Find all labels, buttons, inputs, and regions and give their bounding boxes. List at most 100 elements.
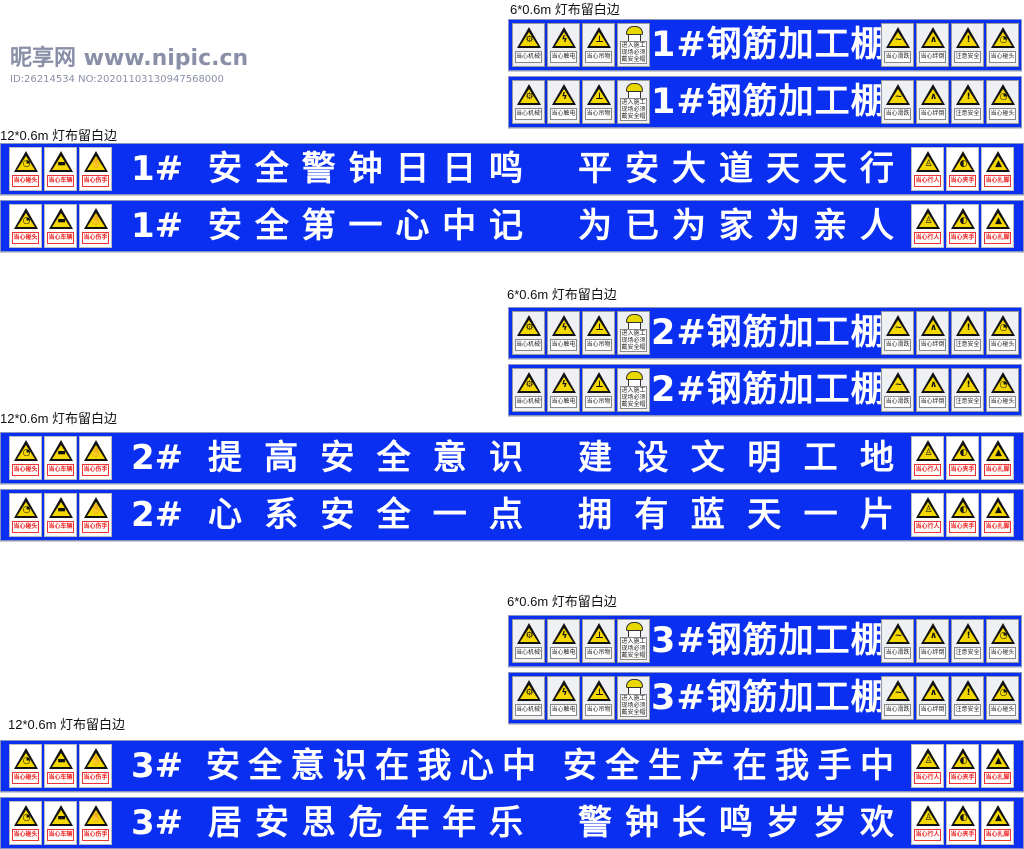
safety-sign: ⚙当心机械伤人: [512, 311, 545, 355]
slip-icon: ~: [894, 380, 903, 390]
sign-group: ~当心滑跌∧当心绊倒!注意安全◔当心碰头: [881, 676, 1019, 720]
trip-icon: ∧: [929, 631, 938, 641]
sign-label: 当心绊倒: [919, 339, 946, 351]
safety-sign: ⊥当心吊物: [582, 676, 615, 720]
sign-label: 当心绊倒: [919, 704, 946, 716]
safety-sign: ♙当心行人: [911, 436, 944, 480]
sign-label: 当心碰头: [989, 339, 1016, 351]
sign-label: 当心行人: [914, 175, 941, 187]
sign-label: 当心机械伤人: [515, 51, 542, 63]
sign-label: 当心夹手: [949, 175, 976, 187]
sign-label: 当心触电: [550, 108, 577, 120]
sign-label: 当心滑跌: [884, 704, 911, 716]
sign-label: 当心车辆: [47, 232, 74, 244]
sign-label: 当心夹手: [949, 521, 976, 533]
foot-pinch-icon: ▲: [995, 505, 1002, 515]
slogan-part-1: 安全警钟日日鸣: [208, 149, 523, 189]
electric-shock-icon: ϟ: [561, 631, 568, 641]
safety-sign: ϟ 当心触电: [547, 619, 580, 663]
banner-number: 1#: [131, 206, 184, 246]
trip-icon: ∧: [929, 35, 938, 45]
slip-icon: ~: [894, 35, 903, 45]
warning-exclamation-icon: !: [966, 380, 971, 390]
safety-sign: ~当心滑跌: [881, 676, 914, 720]
slip-icon: ~: [894, 631, 903, 641]
sign-label: 当心吊物: [585, 647, 612, 659]
sign-label: 进入施工现场必须戴安全帽: [620, 329, 647, 352]
safety-sign: ♙当心行人: [911, 493, 944, 537]
size-spec-label: 6*0.6m 灯布留白边: [510, 2, 620, 17]
sign-group: ◔当心碰头▬当心车辆✋当心伤手: [9, 204, 112, 248]
safety-sign: ✋当心伤手: [79, 801, 112, 845]
slogan-part-1: 提高安全意识: [208, 438, 523, 478]
sign-label: 进入施工现场必须戴安全帽: [620, 41, 647, 64]
safety-sign: ◔当心碰头: [9, 436, 42, 480]
sign-label: 当心扎脚: [984, 464, 1011, 476]
warning-exclamation-icon: !: [966, 92, 971, 102]
sign-label: 当心扎脚: [984, 521, 1011, 533]
safety-sign: ~当心滑跌: [881, 368, 914, 412]
trip-icon: ∧: [929, 323, 938, 333]
bump-head-icon: ◔: [999, 688, 1008, 698]
sign-group: ~当心滑跌∧当心绊倒!注意安全◔当心碰头: [881, 619, 1019, 663]
sign-label: 当心车辆: [47, 464, 74, 476]
sign-label: 当心吊物: [585, 51, 612, 63]
safety-sign: ~ 当心滑跌: [881, 311, 914, 355]
falling-object-icon: ⊥: [595, 631, 604, 641]
electric-shock-icon: ϟ: [561, 35, 568, 45]
sign-label: 当心绊倒: [919, 647, 946, 659]
sign-label: 当心行人: [914, 772, 941, 784]
sign-label: 注意安全: [954, 108, 981, 120]
sign-label: 当心触电: [550, 704, 577, 716]
safety-sign: ◔当心碰头: [9, 147, 42, 191]
pedestrian-icon: ♙: [924, 448, 933, 458]
safety-sign: ▲ 当心扎脚: [981, 436, 1014, 480]
safety-sign: ▲当心扎脚: [981, 744, 1014, 788]
sign-label: 当心滑跌: [884, 339, 911, 351]
sign-group: ~当心滑跌∧当心绊倒!注意安全◔当心碰头: [881, 311, 1019, 355]
sign-label: 当心车辆: [47, 829, 74, 841]
safety-sign: ✋当心伤手: [79, 493, 112, 537]
vehicle-icon: ▬: [57, 813, 66, 823]
trip-icon: ∧: [929, 688, 938, 698]
hand-pinch-icon: ◐: [959, 159, 968, 169]
safety-sign: ♙当心行人: [911, 204, 944, 248]
safety-sign: ▬当心车辆: [44, 493, 77, 537]
hand-injury-icon: ✋: [90, 813, 103, 823]
banner-number: 3#: [131, 746, 184, 786]
safety-sign: !注意安全: [951, 368, 984, 412]
safety-sign: 进入施工现场必须戴安全帽: [617, 23, 650, 67]
foot-pinch-icon: ▲: [995, 448, 1002, 458]
hand-injury-icon: ✋: [90, 756, 103, 766]
sign-label: 当心吊物: [585, 339, 612, 351]
safety-sign: !注意安全: [951, 23, 984, 67]
sign-label: 当心碰头: [12, 232, 39, 244]
bump-head-icon: ◔: [999, 380, 1008, 390]
sign-group: ◔当心碰头▬当心车辆✋当心伤手: [9, 801, 112, 845]
foot-pinch-icon: ▲: [995, 813, 1002, 823]
electric-shock-icon: ϟ: [561, 688, 568, 698]
short-banner: ⚙当心机械伤人ϟ当心触电⊥当心吊物进入施工现场必须戴安全帽3#钢筋加工棚~当心滑…: [508, 672, 1022, 724]
safety-sign: !注意安全: [951, 619, 984, 663]
sign-label: 当心碰头: [12, 175, 39, 187]
sign-group: ◔当心碰头▬当心车辆✋当心伤手: [9, 493, 112, 537]
size-spec-label: 12*0.6m 灯布留白边: [8, 717, 126, 732]
safety-sign: ~当心滑跌: [881, 80, 914, 124]
slip-icon: ~: [894, 323, 903, 333]
hand-pinch-icon: ◐: [959, 216, 968, 226]
falling-object-icon: ⊥: [595, 323, 604, 333]
pedestrian-icon: ♙: [924, 505, 933, 515]
safety-sign: ∧ 当心绊倒: [916, 311, 949, 355]
hand-injury-icon: ✋: [90, 159, 103, 169]
safety-sign: ⊥当心吊物: [582, 368, 615, 412]
banner-title: 3#钢筋加工棚: [651, 678, 887, 718]
sign-label: 当心触电: [550, 647, 577, 659]
electric-shock-icon: ϟ: [561, 380, 568, 390]
banner-title: 2#钢筋加工棚: [651, 370, 887, 410]
safety-sign: ◐ 当心夹手: [946, 147, 979, 191]
